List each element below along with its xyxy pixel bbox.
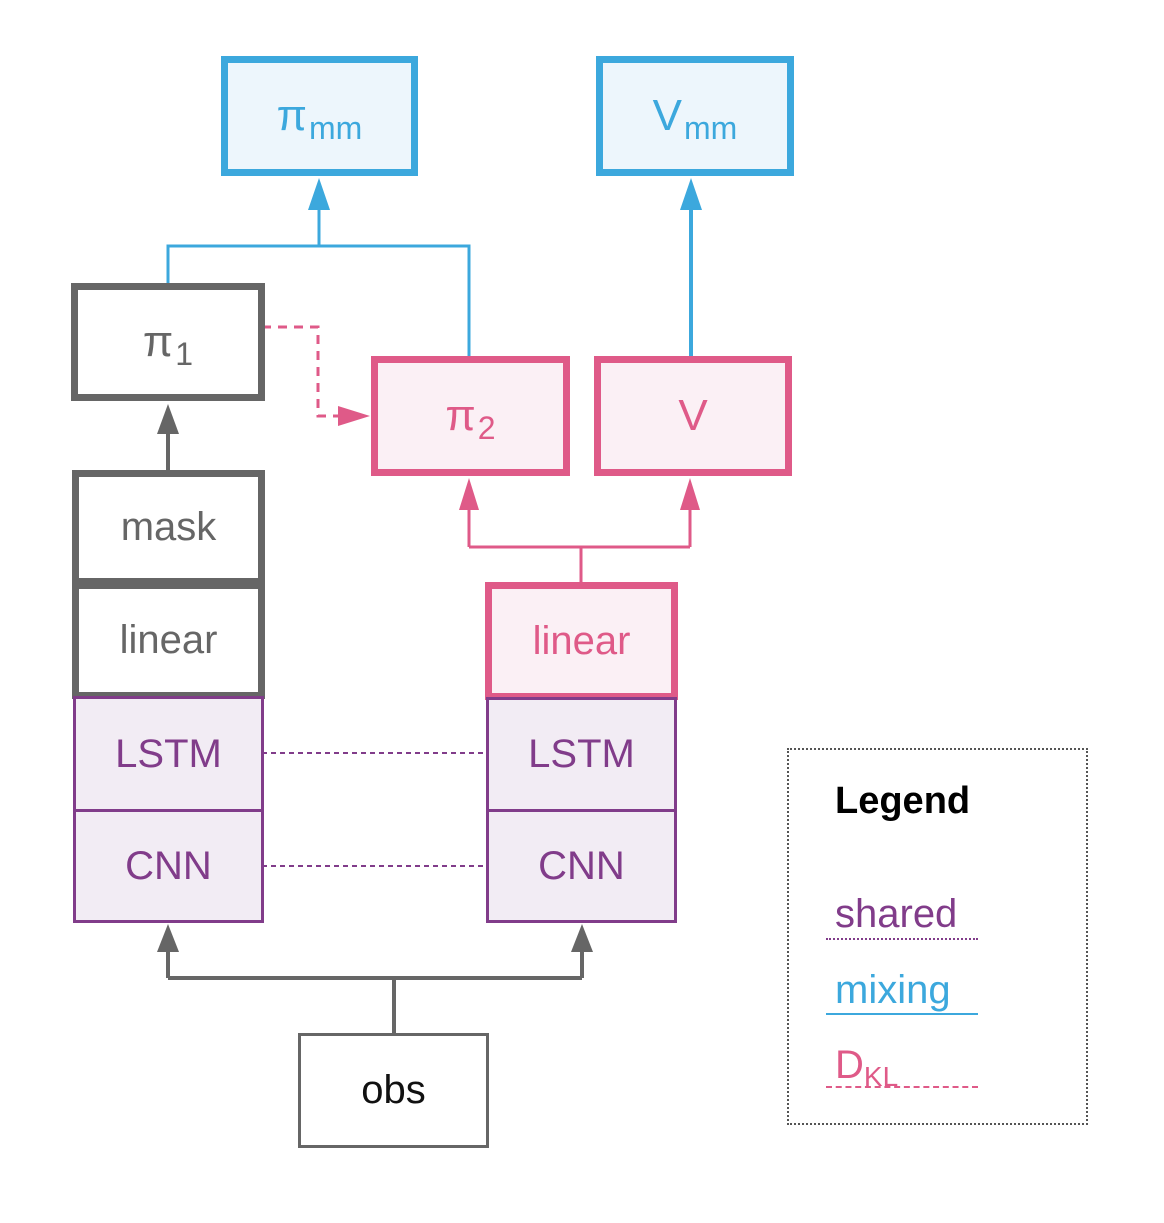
legend-shared-label: shared [835, 892, 958, 936]
arrowhead-kl [338, 406, 370, 426]
obs-to-cnn-connector [166, 948, 584, 1034]
right-lstm-node: LSTM [486, 697, 677, 812]
pi-mm-symbol: π [276, 91, 308, 140]
arrowhead-right-cnn [571, 924, 593, 952]
right-linear-label: linear [532, 618, 631, 663]
arrowhead-left-cnn [157, 924, 179, 952]
left-linear-node: linear [72, 582, 265, 699]
legend-mixing-label: mixing [835, 968, 951, 1012]
pi-1-symbol: π [142, 317, 174, 366]
left-cnn-label: CNN [125, 843, 212, 888]
arrowhead-v [680, 478, 700, 510]
arrowhead-pi2 [459, 478, 479, 510]
left-mask-label: mask [120, 505, 217, 549]
left-cnn-node: CNN [73, 809, 264, 923]
legend-dkl-line [826, 1086, 978, 1088]
v-mm-subscript: mm [684, 109, 738, 146]
legend-box: Legend shared mixing DKL [787, 748, 1088, 1125]
left-linear-label: linear [119, 618, 218, 662]
right-linear-node: linear [485, 582, 678, 700]
right-lstm-label: LSTM [528, 732, 635, 776]
left-lstm-label: LSTM [115, 731, 222, 776]
v-mm-symbol: V [652, 91, 683, 140]
arrowhead-pi1 [157, 404, 179, 434]
policy-mixing-connector [166, 210, 471, 357]
kl-dashed-line [262, 325, 340, 418]
pi-2-symbol: π [445, 391, 476, 440]
arrowhead-v-mm [680, 178, 702, 210]
v-label: V [678, 391, 708, 440]
right-cnn-label: CNN [538, 843, 625, 888]
obs-node: obs [298, 1033, 489, 1148]
legend-title: Legend [835, 780, 971, 822]
right-cnn-node: CNN [486, 809, 677, 923]
pi-1-subscript: 1 [175, 335, 194, 372]
legend-mixing-line [826, 1013, 978, 1015]
left-mask-node: mask [72, 470, 265, 585]
linear-to-heads-connector [467, 510, 692, 584]
arrowhead-pi-mm [308, 178, 330, 210]
pi-2-subscript: 2 [477, 409, 496, 446]
legend-shared-line [826, 938, 978, 940]
v-node: V [594, 356, 792, 476]
left-lstm-node: LSTM [73, 696, 264, 812]
legend-dkl-label: DKL [835, 1043, 898, 1092]
pi-mm-subscript: mm [309, 109, 363, 146]
obs-label: obs [361, 1068, 426, 1112]
legend-dkl-symbol: D [835, 1043, 864, 1087]
